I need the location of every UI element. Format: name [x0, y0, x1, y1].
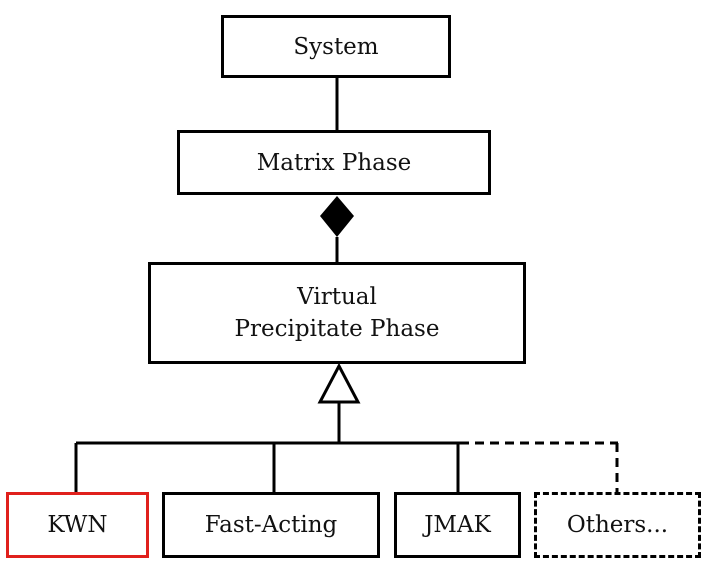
virtual-precipitate-line1: Virtual [297, 281, 377, 313]
system-box: System [221, 15, 451, 78]
jmak-label: JMAK [424, 509, 491, 541]
others-label: Others... [567, 509, 668, 541]
others-box: Others... [534, 492, 701, 558]
virtual-precipitate-line2: Precipitate Phase [235, 313, 440, 345]
kwn-label: KWN [47, 509, 107, 541]
system-label: System [293, 31, 378, 63]
fast-acting-box: Fast-Acting [162, 492, 380, 558]
matrix-phase-box: Matrix Phase [177, 130, 491, 195]
jmak-box: JMAK [394, 492, 521, 558]
kwn-box: KWN [6, 492, 149, 558]
matrix-phase-label: Matrix Phase [257, 147, 412, 179]
fast-acting-label: Fast-Acting [205, 509, 338, 541]
virtual-precipitate-phase-box: Virtual Precipitate Phase [148, 262, 526, 364]
inheritance-triangle-icon [320, 366, 358, 402]
composition-diamond-icon [320, 196, 354, 237]
